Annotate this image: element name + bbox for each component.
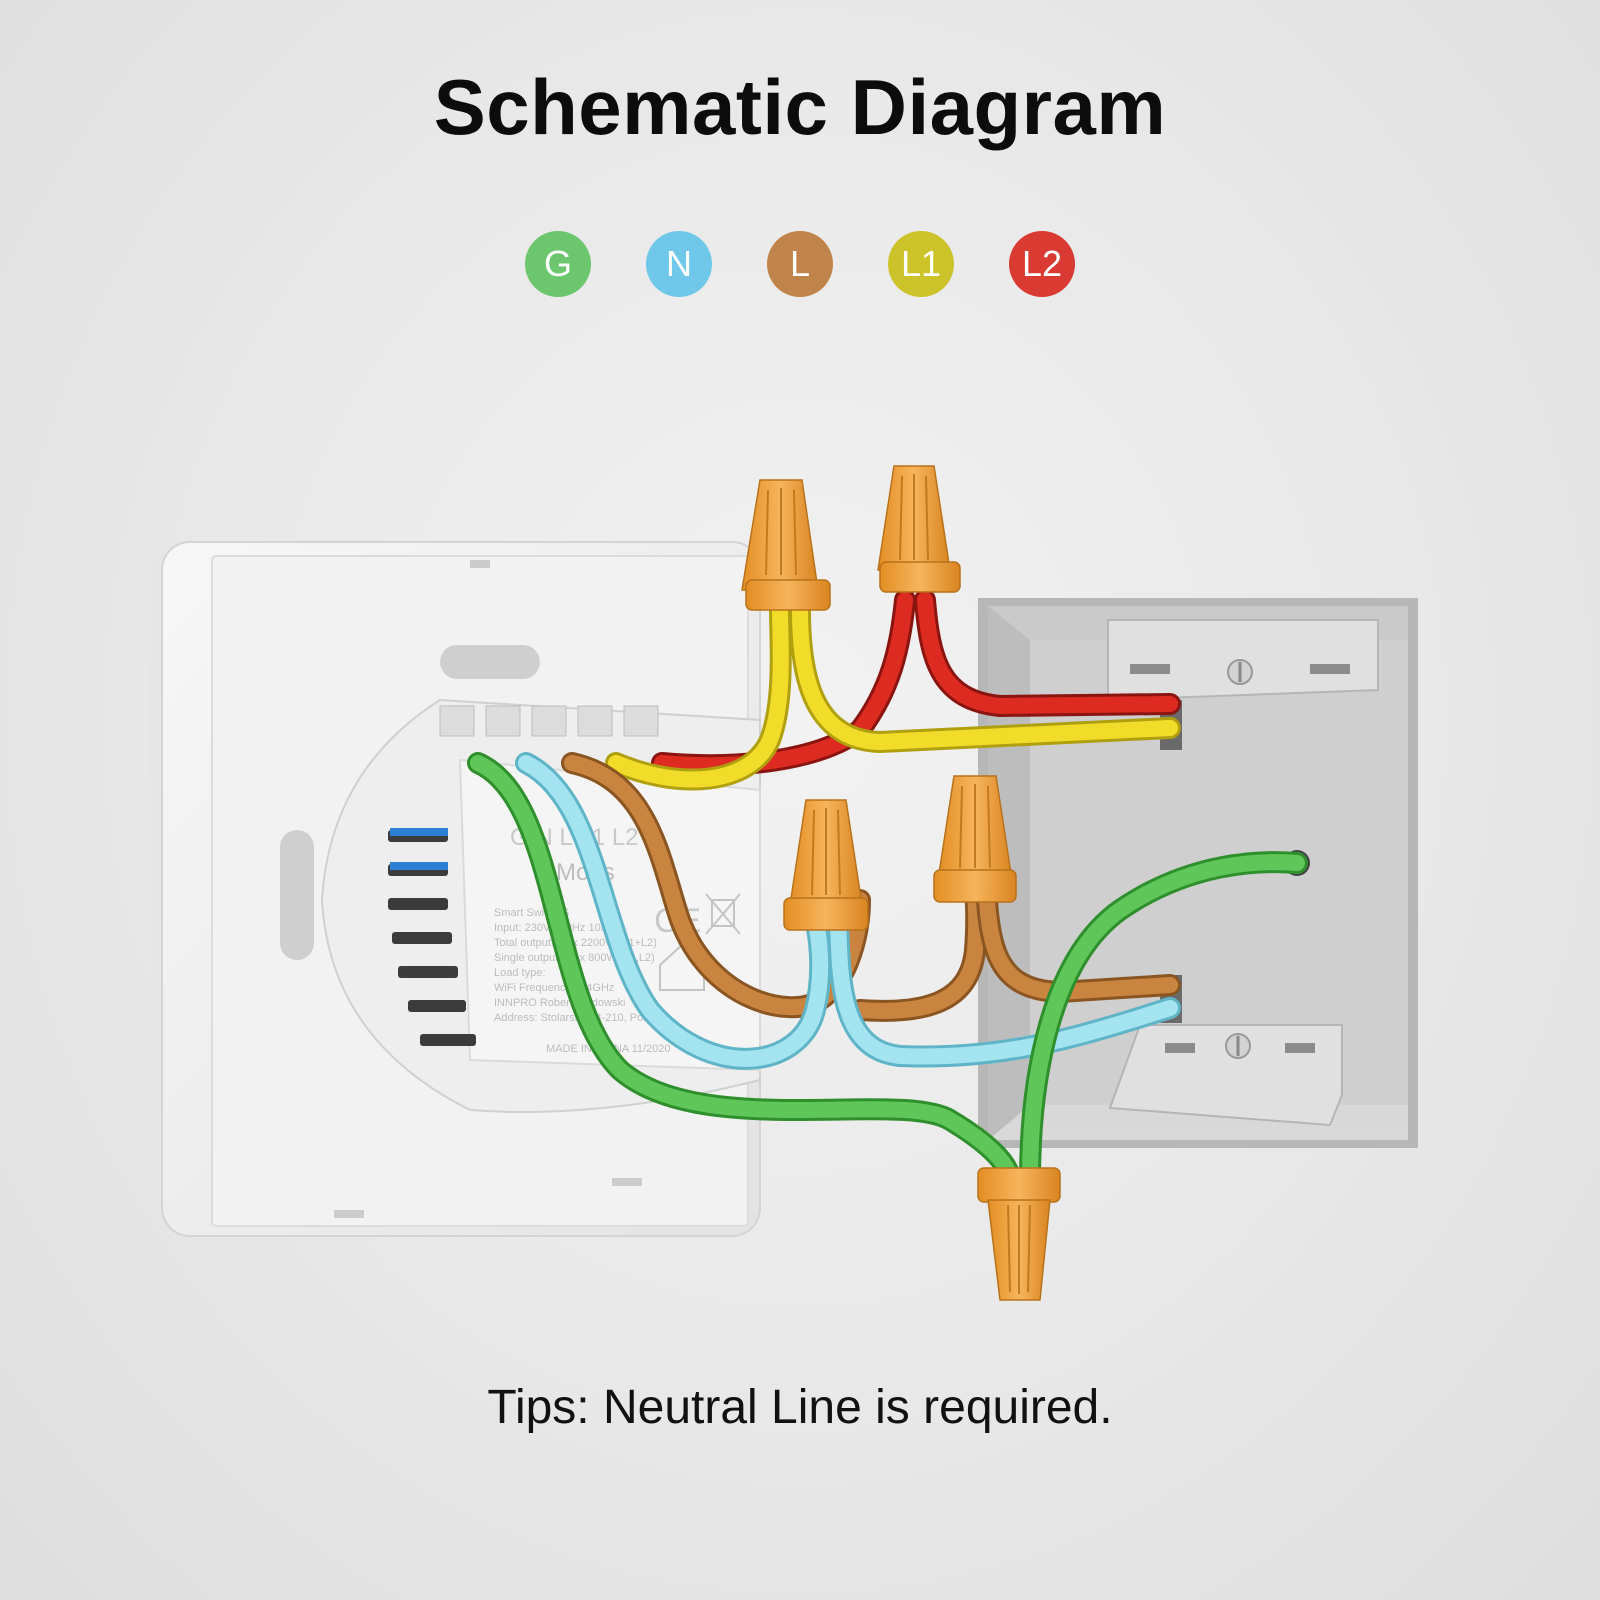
- wire-nut-ground: [977, 1167, 1061, 1301]
- wire-nut-neutral: [783, 799, 869, 931]
- weee-bin-icon: [705, 893, 741, 935]
- spec-line: WiFi Frequency: 2.4GHz: [494, 982, 614, 994]
- tips-note: Tips: Neutral Line is required.: [487, 1381, 1113, 1434]
- bottom-mounting-bracket: [1108, 1024, 1343, 1127]
- legend-line1: L1: [888, 231, 954, 297]
- wire-nut-live: [933, 775, 1017, 903]
- page-title: Schematic Diagram: [433, 63, 1167, 151]
- top-mounting-bracket: [1107, 619, 1379, 702]
- wires: [467, 589, 1308, 1191]
- legend-neutral: N: [646, 231, 712, 297]
- spec-line: INNPRO Robert Błędowski: [494, 997, 625, 1009]
- legend-live: L: [767, 231, 833, 297]
- wire-connectors: [741, 465, 1061, 1301]
- wire-nut-l1: [741, 479, 831, 611]
- wire-color-legend: G N L L1 L2: [525, 231, 1075, 299]
- legend-line2: L2: [1009, 231, 1075, 297]
- spec-line: Load type:: [494, 967, 545, 979]
- wire-nut-l2: [877, 465, 961, 593]
- legend-ground: G: [525, 231, 591, 297]
